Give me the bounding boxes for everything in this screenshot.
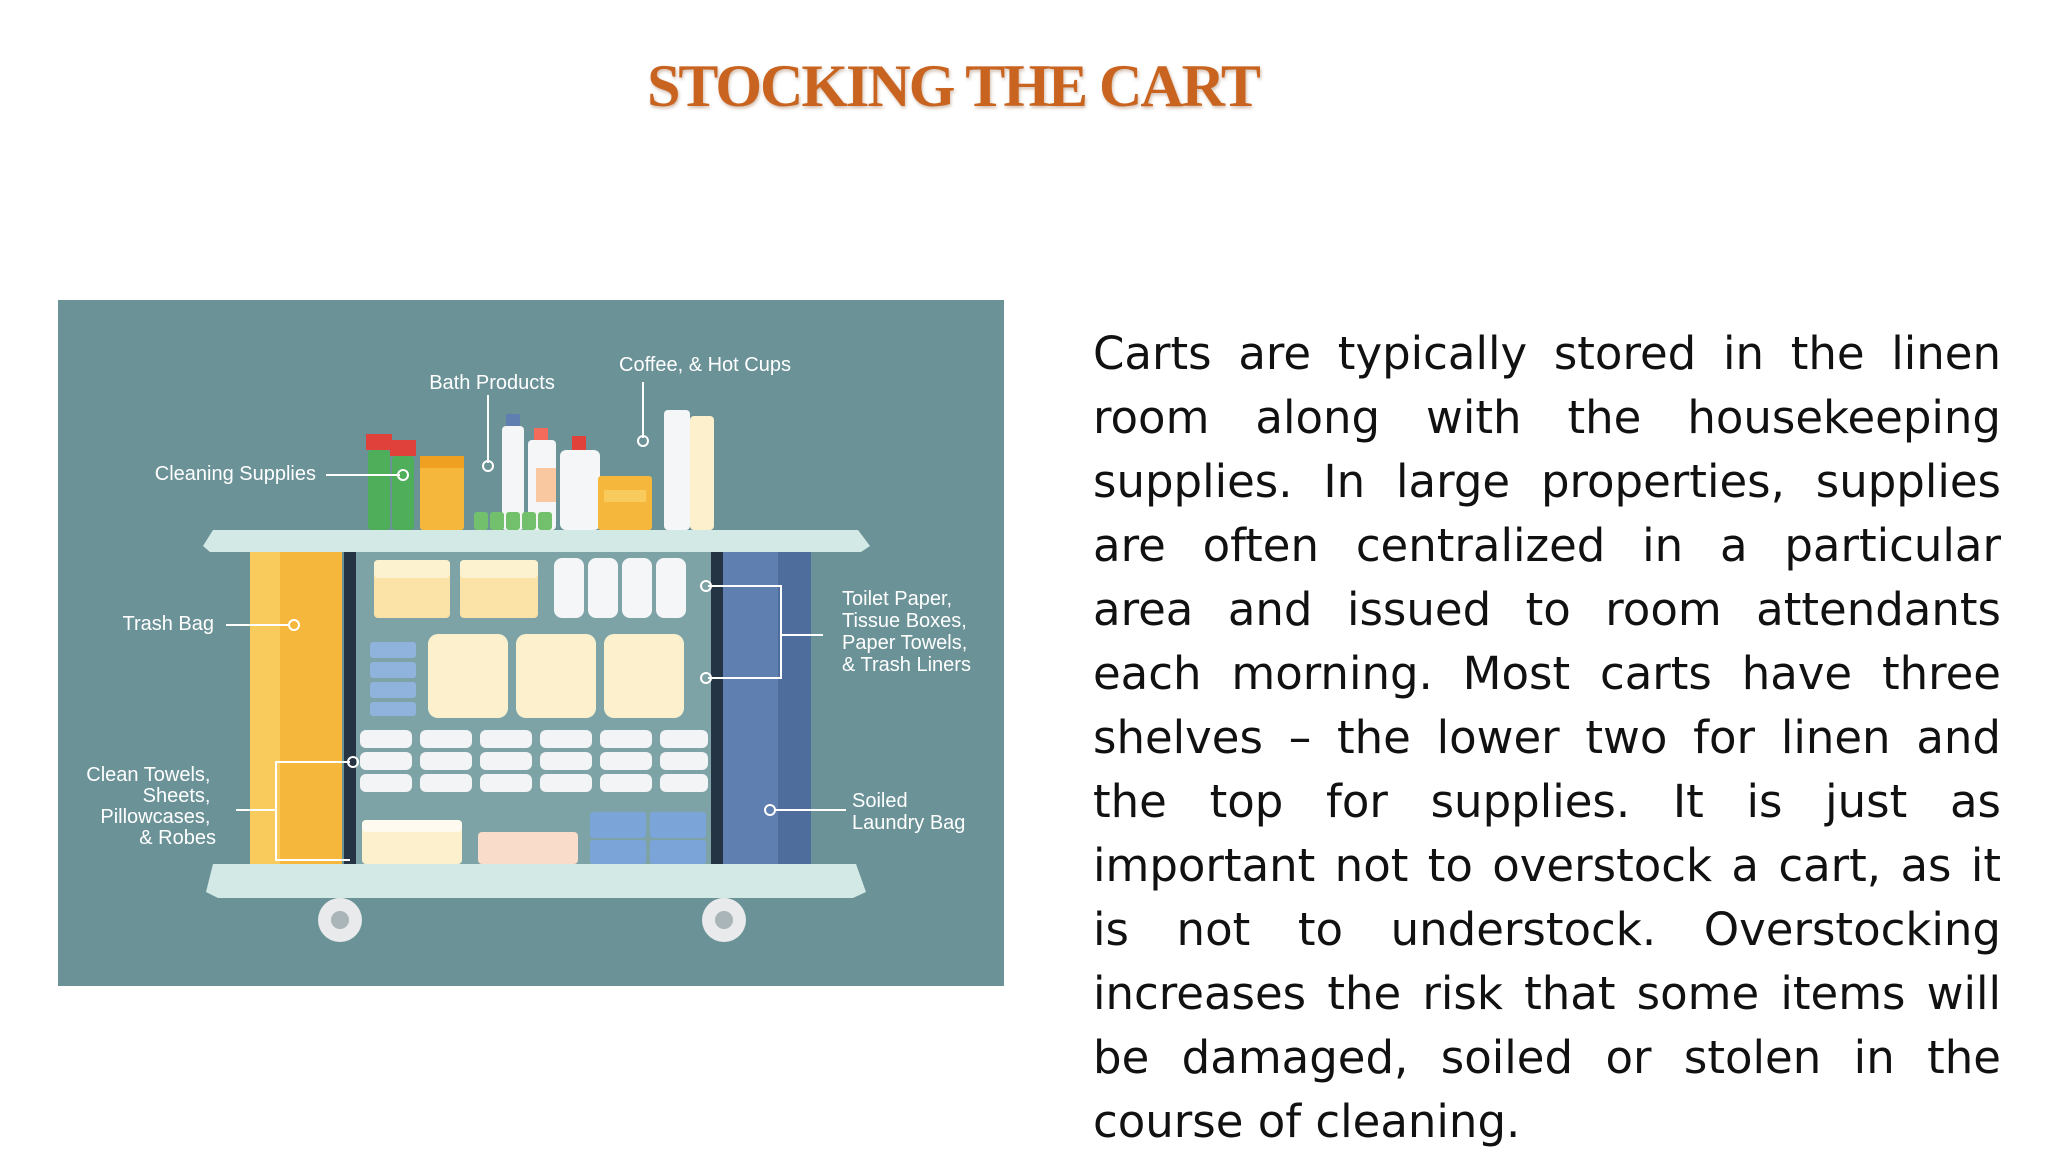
hot-cups-stack [664, 410, 714, 530]
cart-frame-right-post [711, 552, 723, 864]
label-toilet-paper: Toilet Paper, Tissue Boxes, Paper Towels… [842, 588, 973, 676]
label-cleaning-supplies: Cleaning Supplies [155, 463, 316, 485]
label-coffee-hot-cups: Coffee, & Hot Cups [619, 354, 791, 376]
cart-top-shelf [203, 530, 870, 552]
cart-wheel [702, 898, 746, 942]
trash-liners-stack [370, 642, 416, 716]
pillowcases [478, 832, 578, 864]
housekeeping-cart-illustration: Bath Products Coffee, & Hot Cups Cleanin… [58, 300, 1004, 986]
cart-wheel [318, 898, 362, 942]
cart-bottom-platform [206, 864, 866, 898]
coffee-packets [598, 476, 652, 530]
blue-towels [590, 812, 646, 838]
label-trash-bag: Trash Bag [122, 613, 214, 635]
cart-frame-left-post [344, 552, 356, 864]
label-bath-products: Bath Products [429, 372, 555, 394]
slide-title: STOCKING THE CART [647, 53, 1261, 119]
label-clean-towels: Clean Towels, Sheets, Pillowcases, & Rob… [86, 764, 216, 849]
body-paragraph: Carts are typically stored in the linen … [1093, 327, 2001, 1148]
label-soiled-laundry-bag: Soiled Laundry Bag [852, 790, 965, 834]
toilet-paper-rolls [554, 558, 686, 618]
folded-towels [360, 730, 708, 792]
cleaning-spray-bottles [366, 434, 464, 530]
bath-product-bottles [474, 414, 600, 530]
paper-towel-rolls [428, 634, 684, 718]
